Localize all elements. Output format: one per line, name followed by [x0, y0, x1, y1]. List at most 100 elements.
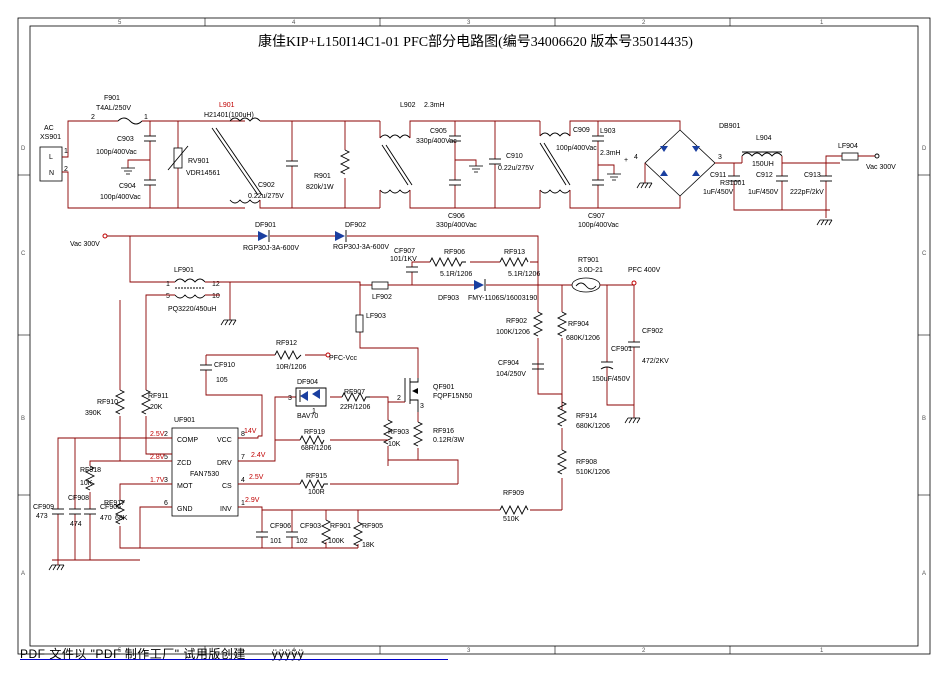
rt901-label: RT901	[578, 257, 599, 264]
pin-l-label: L	[49, 154, 53, 161]
pin-label: 4	[241, 477, 245, 484]
pin-n-label: N	[49, 170, 54, 177]
rf916-value: 0.12R/3W	[433, 437, 465, 444]
diode-triangle	[258, 231, 268, 241]
l903-value: 2.3mH	[600, 150, 621, 157]
ground-symbol	[469, 165, 483, 173]
c903-label: C903	[117, 136, 134, 143]
diode-triangle	[692, 146, 700, 152]
frame-col-label: 2	[642, 20, 646, 26]
wire	[238, 436, 259, 439]
df904-label: DF904	[297, 379, 318, 386]
ferrite-bead	[355, 314, 364, 333]
resistor-symbol	[341, 391, 370, 403]
pin-inv: INV	[220, 506, 232, 513]
c905-value: 330p/400Vac	[416, 138, 457, 145]
lf901-label: LF901	[174, 267, 194, 274]
terminal-dot	[102, 233, 108, 239]
wire	[62, 120, 118, 158]
cf904-value: 104/250V	[496, 371, 526, 378]
terminal-dot	[874, 153, 880, 159]
rf914-value: 680K/1206	[576, 423, 610, 430]
rf910-value: 390K	[85, 410, 102, 417]
r901-label: R901	[314, 173, 331, 180]
rf912-label: RF912	[276, 340, 297, 347]
wire	[388, 412, 459, 484]
wire	[52, 547, 262, 561]
voltage-annotation: 1.7V	[150, 477, 165, 484]
resistor-symbol	[556, 311, 568, 337]
rf912-value: 10R/1206	[276, 364, 306, 371]
frame-row-label: D	[922, 146, 927, 152]
r901-value: 820k/1W	[306, 184, 334, 191]
diode-triangle	[660, 146, 668, 152]
pin-label: 2	[397, 395, 401, 402]
wire	[411, 261, 538, 285]
vac300-left-label: Vac 300V	[70, 241, 100, 248]
rf906-label: RF906	[444, 249, 465, 256]
rv901-value: VDR14561	[186, 170, 220, 177]
cf904-label: CF904	[498, 360, 519, 367]
rf919-label: RF919	[304, 429, 325, 436]
wire	[606, 285, 635, 418]
l902-value: 2.3mH	[424, 102, 445, 109]
rf905-value: 18K	[362, 542, 375, 549]
diode-package	[295, 387, 327, 407]
pin-label: 1	[312, 408, 316, 415]
resistor-symbol	[556, 449, 568, 475]
cf907-label: CF907	[394, 248, 415, 255]
ac-connector	[39, 146, 63, 182]
diode-triangle	[660, 170, 668, 176]
resistor-symbol	[382, 419, 394, 445]
inner-frame	[29, 25, 919, 647]
rf913-label: RF913	[504, 249, 525, 256]
frame-row-label: C	[21, 251, 26, 257]
pin-zcd: ZCD	[177, 460, 191, 467]
diode-triangle	[335, 231, 345, 241]
c905-label: C905	[430, 128, 447, 135]
ground-symbol	[607, 173, 621, 181]
pin-label: 3	[288, 395, 292, 402]
terminal-dot	[631, 280, 637, 286]
pin-label: 1	[166, 281, 170, 288]
wire	[598, 164, 615, 174]
border-frame	[17, 17, 931, 655]
resistor-symbol	[532, 311, 544, 337]
pin-vcc: VCC	[217, 437, 232, 444]
pin-label: 1	[144, 114, 148, 121]
frame-col-label: 4	[292, 20, 296, 26]
cf910-label: CF910	[214, 362, 235, 369]
df902-value: RGP30J-3A-600V	[333, 244, 389, 251]
rf908-value: 510K/1206	[576, 469, 610, 476]
resistor-symbol	[299, 434, 325, 446]
frame-col-label: 3	[467, 648, 471, 654]
l902-label: L902	[400, 102, 416, 109]
wire	[89, 460, 172, 560]
qf901-value: FQPF15N50	[433, 393, 472, 400]
rf907-label: RF907	[344, 389, 365, 396]
resistor-symbol	[352, 521, 364, 547]
pin-label: 12	[212, 281, 220, 288]
c902-label: C902	[258, 182, 275, 189]
ic-part-number: FAN7530	[190, 471, 219, 478]
frame-col-label: 5	[118, 20, 122, 26]
frame-row-label: A	[21, 571, 25, 577]
frame-row-label: A	[922, 571, 926, 577]
pin-label: 1	[64, 148, 68, 155]
c910-label: C910	[506, 153, 523, 160]
wire	[387, 401, 405, 466]
footer-link[interactable]: ÿÿÿÿÿ	[271, 647, 305, 661]
ac-label: AC	[44, 125, 54, 132]
ground-symbol	[48, 564, 65, 571]
lf903-label: LF903	[366, 313, 386, 320]
cf908-label: CF908	[68, 495, 89, 502]
cf906-value: 101	[270, 538, 282, 545]
c903-value: 100p/400Vac	[96, 149, 137, 156]
choke-winding	[539, 189, 571, 194]
wire	[205, 354, 326, 437]
lf902-label: LF902	[372, 294, 392, 301]
resistor-symbol	[412, 421, 424, 447]
footer-text: PDF 文件以 "PDF 制作工厂" 试用版创建	[20, 647, 246, 661]
cf907-value: 101/1KV	[390, 256, 417, 263]
choke-winding	[379, 134, 411, 139]
